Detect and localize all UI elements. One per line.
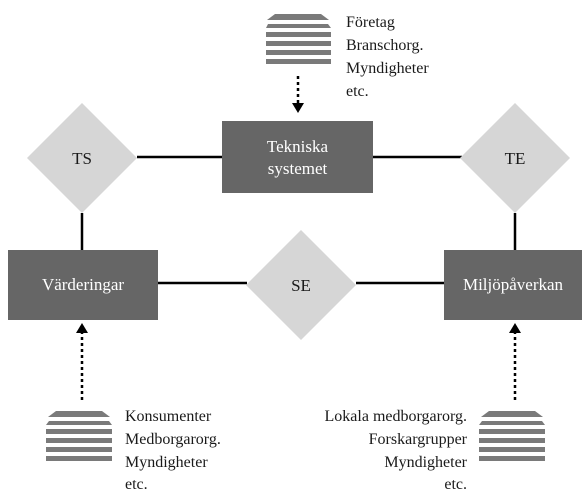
node-varderingar: Värderingar [8, 250, 158, 320]
stack-top-sheet-3 [266, 32, 331, 37]
node-varderingar-box [8, 250, 158, 320]
node-miljopaverkan: Miljöpåverkan [444, 250, 582, 320]
connectors [80, 155, 517, 285]
document-stack-icon-bottom-right [479, 411, 545, 461]
stack-top-sheet-5 [266, 50, 331, 55]
stack-right-sheet-1 [481, 411, 543, 417]
actors-top: Företag Branschorg. Myndigheter etc. [346, 14, 429, 100]
actors-left-line-4: etc. [125, 476, 148, 493]
stack-left-sheet-6 [46, 456, 112, 461]
arrow-right-head [509, 323, 521, 333]
relation-se-label: SE [291, 276, 311, 295]
stack-left-sheet-1 [48, 411, 110, 417]
actors-top-line-1: Företag [346, 14, 395, 31]
stack-left-sheet-2 [46, 421, 112, 425]
actors-right-line-1: Lokala medborgarorg. [325, 408, 467, 425]
node-tekniska-box [222, 121, 373, 193]
relation-ts-diamond [27, 103, 137, 213]
stack-left-sheet-4 [46, 438, 112, 443]
document-stack-icon-top [266, 14, 331, 64]
actors-right-line-2: Forskargrupper [369, 431, 468, 448]
stack-right-sheet-5 [479, 447, 545, 452]
arrows [76, 76, 521, 400]
node-tekniska-systemet: Tekniska systemet [222, 121, 373, 193]
actors-top-line-3: Myndigheter [346, 60, 429, 77]
arrow-left-head [76, 323, 88, 333]
actors-top-line-4: etc. [346, 83, 369, 100]
relation-te-label: TE [505, 149, 526, 168]
relation-se-diamond [246, 230, 356, 340]
stack-left-sheet-3 [46, 429, 112, 434]
relation-ts-label: TS [72, 149, 92, 168]
stack-right-sheet-4 [479, 438, 545, 443]
node-miljo-label: Miljöpåverkan [463, 275, 564, 294]
relation-te-diamond [460, 103, 570, 213]
relation-ts: TS [27, 103, 137, 213]
arrow-top-head [292, 103, 304, 113]
stack-top-sheet-4 [266, 41, 331, 46]
stack-top-sheet-6 [266, 59, 331, 64]
actors-left-line-3: Myndigheter [125, 454, 208, 471]
actors-top-line-2: Branschorg. [346, 37, 423, 54]
stack-top-sheet-1 [267, 14, 329, 20]
actors-bottom-left: Konsumenter Medborgarorg. Myndigheter et… [125, 408, 221, 493]
actors-bottom-right: Lokala medborgarorg. Forskargrupper Mynd… [325, 408, 468, 493]
actors-right-line-3: Myndigheter [384, 454, 467, 471]
node-varderingar-label: Värderingar [42, 275, 124, 294]
actors-left-line-2: Medborgarorg. [125, 431, 221, 448]
node-tekniska-line-1: Tekniska [267, 137, 329, 156]
stack-right-sheet-6 [479, 456, 545, 461]
stack-right-sheet-2 [479, 421, 545, 425]
node-tekniska-line-2: systemet [268, 159, 328, 178]
actors-left-line-1: Konsumenter [125, 408, 212, 425]
actors-right-line-4: etc. [444, 476, 467, 493]
relation-te: TE [460, 103, 570, 213]
stack-right-sheet-3 [479, 429, 545, 434]
document-stack-icon-bottom-left [46, 411, 112, 461]
relation-se: SE [246, 230, 356, 340]
node-miljo-box [444, 250, 582, 320]
stack-top-sheet-2 [266, 24, 331, 28]
stack-left-sheet-5 [46, 447, 112, 452]
